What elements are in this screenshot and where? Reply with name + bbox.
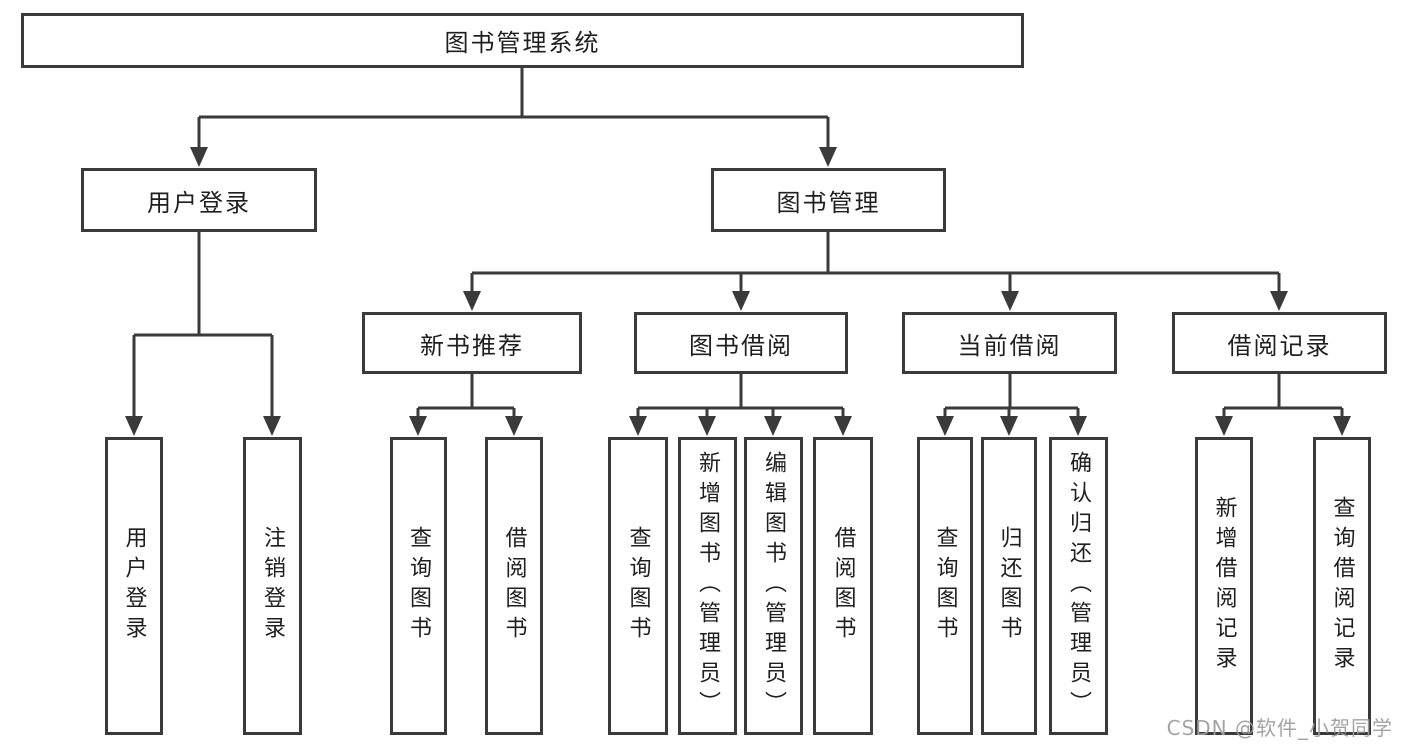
arrow-down-icons-book-borrow bbox=[629, 416, 852, 436]
leaf-borrow-books-label: 借阅图书 bbox=[830, 526, 856, 646]
leaf-edit-books-admin: 编辑图书（管理员） bbox=[744, 437, 803, 735]
node-book-borrow: 图书借阅 bbox=[634, 312, 848, 374]
leaf-add-books-admin-label: 新增图书（管理员） bbox=[695, 451, 721, 721]
leaf-query-borrow-record: 查询借阅记录 bbox=[1313, 437, 1371, 735]
leaf-query-books-recommend: 查询图书 bbox=[390, 437, 447, 735]
node-current-borrow: 当前借阅 bbox=[902, 312, 1117, 374]
connector-borrow-records-lines bbox=[1222, 374, 1344, 419]
leaf-add-borrow-record-label: 新增借阅记录 bbox=[1211, 496, 1237, 676]
leaf-user-login: 用户登录 bbox=[105, 437, 163, 735]
leaf-add-books-admin: 新增图书（管理员） bbox=[678, 437, 737, 735]
node-new-book-recommend: 新书推荐 bbox=[362, 312, 582, 374]
connector-current-borrow-lines bbox=[943, 374, 1080, 419]
leaf-logout-label: 注销登录 bbox=[260, 526, 286, 646]
leaf-edit-books-admin-label: 编辑图书（管理员） bbox=[761, 451, 787, 721]
arrow-down-icons-borrow-records bbox=[1215, 416, 1351, 436]
connector-new-book-lines bbox=[416, 374, 516, 419]
leaf-confirm-return-admin: 确认归还（管理员） bbox=[1049, 437, 1108, 735]
leaf-borrow-books: 借阅图书 bbox=[813, 437, 873, 735]
connector-book-borrow-lines bbox=[636, 374, 845, 419]
leaf-confirm-return-admin-label: 确认归还（管理员） bbox=[1066, 451, 1092, 721]
leaf-return-books: 归还图书 bbox=[981, 437, 1037, 735]
arrow-down-icons-current-borrow bbox=[936, 416, 1087, 436]
leaf-query-borrow-record-label: 查询借阅记录 bbox=[1329, 496, 1355, 676]
leaf-add-borrow-record: 新增借阅记录 bbox=[1195, 437, 1253, 735]
node-user-login-branch: 用户登录 bbox=[81, 168, 317, 232]
leaf-query-books-current: 查询图书 bbox=[917, 437, 973, 735]
leaf-logout: 注销登录 bbox=[243, 437, 302, 735]
connector-book-mgmt-lines bbox=[470, 232, 1281, 294]
connector-root-to-level2-lines bbox=[197, 66, 830, 150]
leaf-query-books-borrow-label: 查询图书 bbox=[625, 526, 651, 646]
leaf-user-login-label: 用户登录 bbox=[121, 526, 147, 646]
arrow-down-icons-new-book bbox=[409, 416, 523, 436]
leaf-borrow-books-recommend: 借阅图书 bbox=[485, 437, 543, 735]
connector-user-login-lines bbox=[132, 232, 274, 419]
leaf-query-books-recommend-label: 查询图书 bbox=[406, 526, 432, 646]
leaf-query-books-current-label: 查询图书 bbox=[932, 526, 958, 646]
arrow-down-icons-level2 bbox=[190, 147, 837, 167]
arrow-down-icons-user-login bbox=[125, 416, 281, 436]
csdn-watermark: CSDN @软件_小贺同学 bbox=[1166, 716, 1393, 740]
leaf-borrow-books-recommend-label: 借阅图书 bbox=[501, 526, 527, 646]
node-borrow-records: 借阅记录 bbox=[1172, 312, 1387, 374]
node-root-library-system: 图书管理系统 bbox=[21, 13, 1024, 68]
leaf-return-books-label: 归还图书 bbox=[996, 526, 1022, 646]
node-book-management-branch: 图书管理 bbox=[711, 168, 946, 232]
arrow-down-icons-level3 bbox=[463, 291, 1288, 311]
leaf-query-books-borrow: 查询图书 bbox=[608, 437, 668, 735]
